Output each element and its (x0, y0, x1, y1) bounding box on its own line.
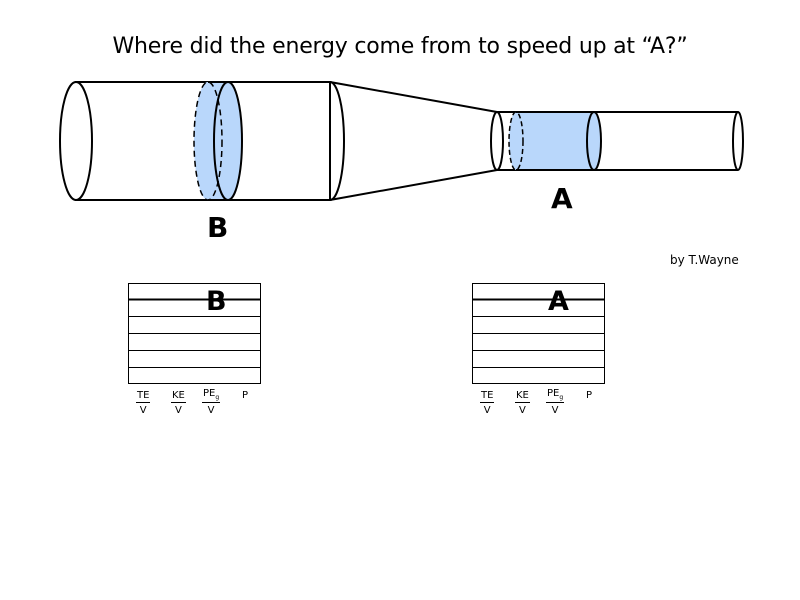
taper-top (329, 81, 498, 113)
chart-grid-a (472, 283, 605, 384)
taper-bottom (329, 169, 498, 201)
point-b-label: B (207, 211, 229, 244)
wide-pipe-right-end (329, 81, 345, 201)
narrow-pipe-left-end (490, 111, 504, 171)
point-a-label: A (551, 182, 573, 215)
chart-label-b: B (206, 286, 227, 317)
fluid-slice-a-back (508, 111, 524, 171)
fluid-slice-a (509, 112, 601, 170)
wide-pipe-body (75, 81, 331, 201)
column-label-p: P (586, 390, 593, 401)
column-label-p: P (242, 390, 249, 401)
narrow-pipe-right-end (732, 111, 744, 171)
page-title: Where did the energy come from to speed … (112, 34, 688, 59)
chart-grid-b (128, 283, 261, 384)
credit-text: by T.Wayne (670, 253, 739, 267)
chart-label-a: A (548, 286, 569, 317)
wide-pipe-left-end (59, 81, 93, 201)
